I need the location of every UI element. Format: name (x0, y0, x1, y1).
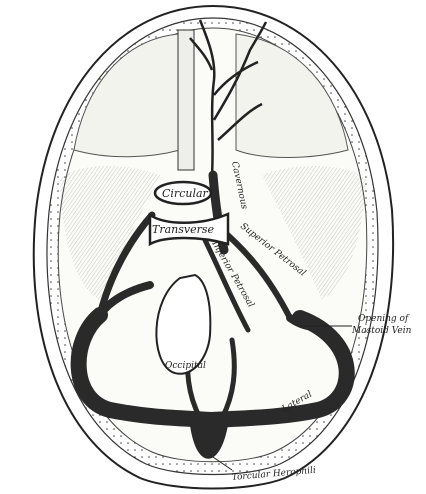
label-mastoid-line2: Mastoid Vein (351, 326, 412, 336)
label-circular: Circular (162, 187, 209, 200)
crista-galli (178, 30, 194, 170)
label-mastoid-line1: Opening of (358, 314, 410, 324)
label-transverse: Transverse (152, 223, 215, 236)
label-occipital: Occipital (165, 361, 206, 371)
